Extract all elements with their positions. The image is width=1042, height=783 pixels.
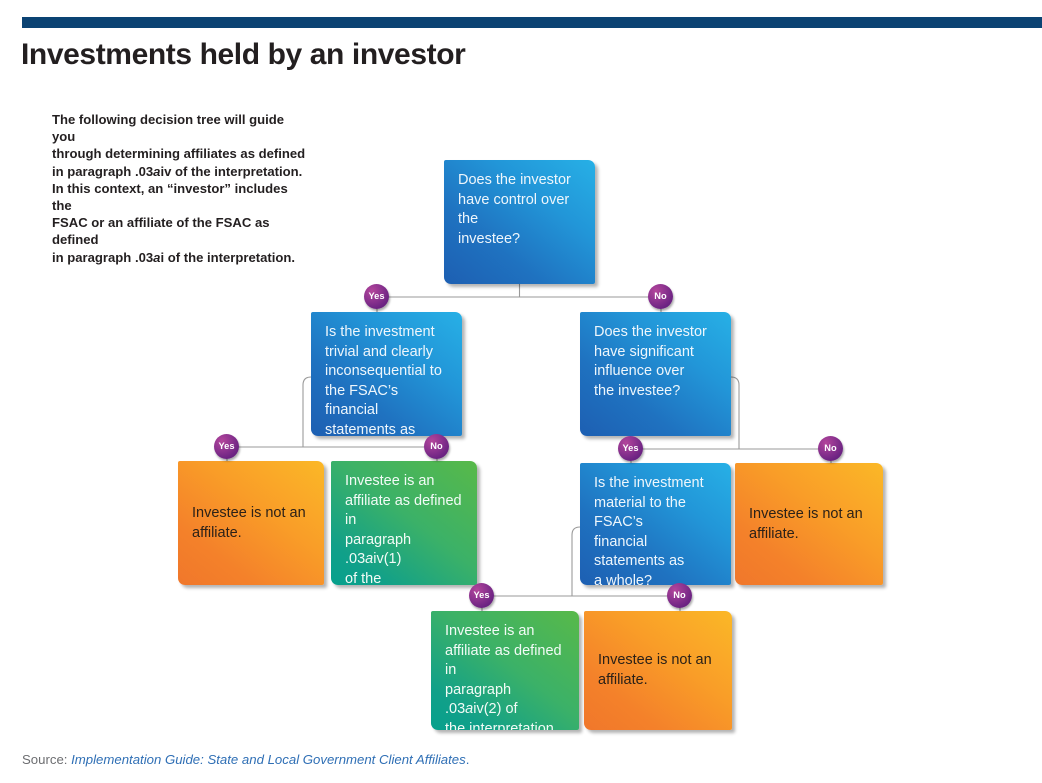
node-r4-line-3-em: a [465, 701, 474, 718]
source-prefix: Source: [22, 752, 72, 767]
node-r3-not-affiliate[interactable]: Investee is not an affiliate. [735, 463, 883, 585]
node-r3-line-2: affiliate. [749, 525, 799, 542]
node-q2-trivial[interactable]: Is the investment trivial and clearly in… [311, 312, 462, 436]
node-q4-line-4: a whole? [594, 572, 653, 585]
node-q1-line-3: investee? [458, 230, 521, 247]
node-r2-line-2: affiliate as defined in [345, 492, 462, 529]
node-r2-line-3b: iv(1) [373, 551, 402, 568]
node-r2-affiliate-iv1[interactable]: Investee is an affiliate as defined in p… [331, 461, 477, 585]
badge-no-q1[interactable]: No [648, 284, 673, 309]
node-r1-line-1: Investee is not an [192, 504, 306, 521]
node-r5-text: Investee is not an affiliate. [598, 651, 712, 690]
intro-line-1: The following decision tree will guide y… [52, 112, 285, 145]
node-q2-line-2: trivial and clearly [325, 343, 433, 360]
node-q4-line-1: Is the investment [594, 475, 704, 491]
node-q1-line-1: Does the investor [458, 172, 571, 188]
node-r4-affiliate-iv2[interactable]: Investee is an affiliate as defined in p… [431, 611, 579, 730]
node-q2-line-5: statements as [325, 421, 416, 436]
node-r2-line-3a: paragraph .03 [345, 531, 412, 568]
intro-line-6-em: a [153, 249, 161, 265]
intro-line-5: FSAC or an affiliate of the FSAC as defi… [52, 215, 270, 248]
node-q3-line-2: have significant [594, 343, 694, 360]
node-q4-line-2: material to the FSAC’s [594, 494, 686, 531]
badge-no-q4[interactable]: No [667, 583, 692, 608]
node-r3-line-1: Investee is not an [749, 505, 863, 522]
node-r3-text: Investee is not an affiliate. [749, 505, 863, 544]
node-q2-line-1: Is the investment [325, 324, 435, 340]
node-r4-line-3b: iv(2) of [473, 701, 518, 718]
node-r5-line-2: affiliate. [598, 672, 648, 688]
intro-line-3a: in paragraph .03 [52, 163, 154, 179]
node-r4-line-3: paragraph .03aiv(2) of [445, 681, 565, 720]
node-q3-line-1: Does the investor [594, 324, 707, 340]
header-rule [22, 17, 1042, 28]
node-r4-line-2: affiliate as defined in [445, 642, 562, 679]
badge-yes-q3[interactable]: Yes [618, 436, 643, 461]
node-q2-line-3: inconsequential to [325, 363, 442, 380]
node-r2-line-3-em: a [365, 551, 374, 568]
node-q1-control[interactable]: Does the investor have control over the … [444, 160, 595, 284]
badge-no-q2[interactable]: No [424, 434, 449, 459]
intro-paragraph: The following decision tree will guide y… [52, 111, 310, 266]
intro-line-3b: iv of the interpretation. [160, 163, 303, 179]
node-q3-line-4: the investee? [594, 382, 681, 399]
badge-yes-q1[interactable]: Yes [364, 284, 389, 309]
node-r1-text: Investee is not an affiliate. [192, 504, 306, 543]
source-period: . [465, 752, 470, 767]
node-r1-line-2: affiliate. [192, 524, 242, 541]
node-r1-not-affiliate[interactable]: Investee is not an affiliate. [178, 461, 324, 585]
node-r4-line-3a: paragraph .03 [445, 681, 512, 718]
node-q4-material[interactable]: Is the investment material to the FSAC’s… [580, 463, 731, 585]
source-caption: Source: Implementation Guide: State and … [22, 752, 469, 767]
badge-yes-q4[interactable]: Yes [469, 583, 494, 608]
node-r2-line-3: paragraph .03aiv(1) [345, 531, 463, 570]
page-title: Investments held by an investor [21, 38, 466, 71]
node-r4-line-4: the interpretation. [445, 720, 558, 730]
node-r2-line-4: of the interpretation. [345, 570, 382, 585]
node-q3-significant-influence[interactable]: Does the investor have significant influ… [580, 312, 731, 436]
node-q3-line-3: influence over [594, 363, 685, 380]
badge-yes-q2[interactable]: Yes [214, 434, 239, 459]
source-title: Implementation Guide: State and Local Go… [71, 752, 466, 767]
node-r2-line-1: Investee is an [345, 473, 435, 489]
node-q1-line-2: have control over the [458, 191, 570, 228]
node-q2-line-4: the FSAC’s financial [325, 382, 399, 419]
node-r4-line-1: Investee is an [445, 623, 535, 639]
intro-line-2: through determining affiliates as define… [52, 146, 306, 162]
node-r5-line-1: Investee is not an [598, 652, 712, 669]
node-q4-line-3: financial statements as [594, 533, 685, 570]
intro-line-6b: i of the interpretation. [160, 249, 296, 265]
badge-no-q3[interactable]: No [818, 436, 843, 461]
intro-line-3-em: a [153, 163, 161, 179]
intro-line-6a: in paragraph .03 [52, 249, 154, 265]
node-r5-not-affiliate[interactable]: Investee is not an affiliate. [584, 611, 732, 730]
intro-line-4: In this context, an “investor” includes … [52, 180, 288, 214]
